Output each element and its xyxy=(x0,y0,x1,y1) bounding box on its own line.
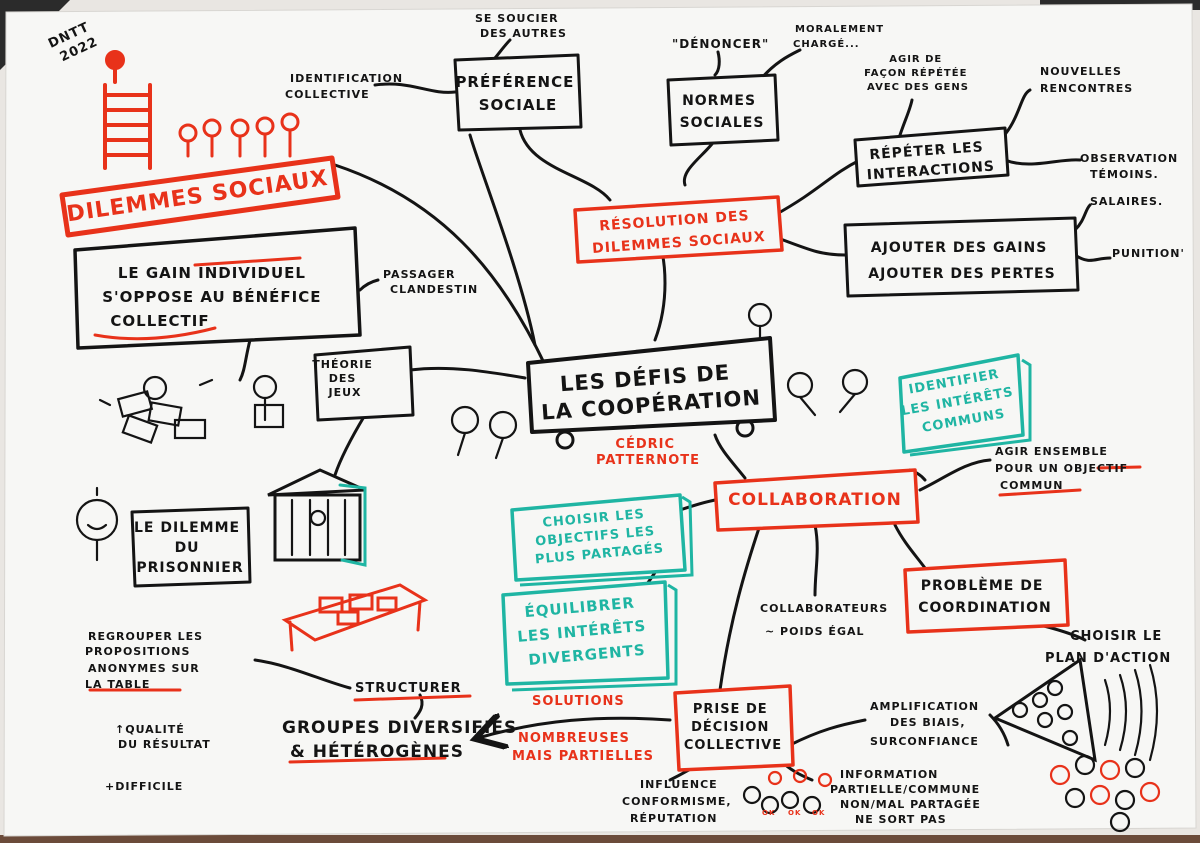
identification-text: IDENTIFICATION COLLECTIVE xyxy=(285,72,408,101)
link-regrouper-structurer xyxy=(253,658,352,690)
theorie-box xyxy=(313,345,415,422)
influence-text: INFLUENCE CONFORMISME, RÉPUTATION xyxy=(622,778,736,825)
normes-text: NORMES SOCIALES xyxy=(680,93,765,131)
preference-text: PRÉFÉRENCE SOCIALE xyxy=(455,72,580,114)
link-choisir-collaboration xyxy=(678,498,717,512)
information-text: INFORMATION PARTIELLE/COMMUNE NON/MAL PA… xyxy=(830,768,986,826)
equilibrer-text: ÉQUILIBRER LES INTÉRÊTS DIVERGENTS xyxy=(514,591,655,670)
money-doodle xyxy=(98,375,214,444)
link-observation-repeter xyxy=(1003,158,1082,166)
link-punition xyxy=(1073,253,1112,262)
prison-doodle xyxy=(267,468,367,567)
ajouter-text: AJOUTER DES GAINS AJOUTER DES PERTES xyxy=(868,240,1055,282)
amplification-text: AMPLIFICATION DES BIAIS, SURCONFIANCE xyxy=(870,700,984,748)
probleme-text: PROBLÈME DE COORDINATION xyxy=(918,577,1052,616)
megaphone-doodle xyxy=(991,657,1159,763)
collaboration-box xyxy=(713,468,920,532)
link-gain-figure xyxy=(238,338,252,382)
red-ladder-doodle xyxy=(103,50,152,170)
link-theorie-prison xyxy=(333,413,367,477)
solutions-label: SOLUTIONS xyxy=(532,694,625,709)
link-passager xyxy=(358,278,380,292)
figure-box-doodle xyxy=(252,374,285,429)
resolution-box xyxy=(573,195,784,264)
smiling-figure-doodle xyxy=(75,486,119,562)
link-center-collaboration xyxy=(713,433,747,480)
link-collaborateurs xyxy=(813,523,819,597)
prisonnier-box xyxy=(130,506,252,588)
pushing-figures-right xyxy=(786,368,869,417)
link-theorie-center xyxy=(408,366,527,380)
teal-shadows xyxy=(511,358,1032,692)
link-collaboration-prise xyxy=(718,523,762,692)
nombreuses-text: NOMBREUSES MAIS PARTIELLES xyxy=(512,731,654,764)
arrow-prise-groupes xyxy=(478,718,672,738)
author-name: CÉDRIC PATTERNOTE xyxy=(596,436,700,468)
link-dilemmes-center xyxy=(333,163,547,367)
collaborateurs-text: COLLABORATEURS ~ POIDS ÉGAL xyxy=(760,602,893,638)
red-table-doodle xyxy=(281,583,429,652)
nouvelles-text: NOUVELLES RENCONTRES xyxy=(1040,65,1133,95)
repeter-box xyxy=(853,126,1010,188)
choisir-plan-text: CHOISIR LE PLAN D'ACTION xyxy=(1045,629,1171,666)
groupes-text: GROUPES DIVERSIFIÉS & HÉTÉROGÈNES xyxy=(282,716,524,762)
theorie-text: THÉORIE DES JEUX xyxy=(312,358,378,399)
link-salaires xyxy=(1073,203,1092,232)
moralement-text: MORALEMENT CHARGÉ... xyxy=(793,24,889,50)
link-soucier-preference xyxy=(493,38,512,60)
link-identification-preference xyxy=(373,82,457,94)
denoncer-text: "DÉNONCER" xyxy=(672,36,769,51)
probleme-box xyxy=(903,558,1070,634)
collaboration-label: COLLABORATION xyxy=(728,490,902,510)
link-center-preference xyxy=(468,133,537,347)
link-amplification xyxy=(988,713,1010,747)
doodles xyxy=(75,50,1161,833)
link-denoncer-normes xyxy=(713,50,721,77)
salaires-text: SALAIRES. xyxy=(1090,195,1163,208)
passager-text: PASSAGER CLANDESTIN xyxy=(383,268,478,296)
red-underlines xyxy=(88,256,1142,764)
prisonnier-text: LE DILEMME DU PRISONNIER xyxy=(134,520,246,576)
boxes xyxy=(59,53,1080,772)
agir-ensemble-text: AGIR ENSEMBLE POUR UN OBJECTIF COMMUN xyxy=(995,445,1133,492)
observation-text: OBSERVATION TÉMOINS. xyxy=(1080,152,1183,181)
difficile-text: +DIFFICILE xyxy=(105,780,183,793)
punition-text: PUNITION' xyxy=(1112,247,1185,260)
pushing-figures-left xyxy=(450,405,518,460)
prise-text: PRISE DE DÉCISION COLLECTIVE xyxy=(684,702,782,753)
identifier-box xyxy=(898,353,1025,454)
regrouper-text: REGROUPER LES PROPOSITIONS ANONYMES SUR … xyxy=(85,630,208,691)
qualite-text: ↑QUALITÉ DU RÉSULTAT xyxy=(115,723,211,751)
link-resolution-repeter xyxy=(773,158,862,217)
structurer-label: STRUCTURER xyxy=(355,681,462,696)
link-agir-ensemble xyxy=(918,458,992,492)
soucier-text: SE SOUCIER DES AUTRES xyxy=(475,12,567,40)
prise-box xyxy=(673,684,795,772)
table-edge-bottom xyxy=(0,835,1200,843)
gain-text: LE GAIN INDIVIDUEL S'OPPOSE AU BÉNÉFICE … xyxy=(102,264,328,330)
equilibrer-box xyxy=(501,580,670,686)
normes-box xyxy=(666,73,780,147)
choisir-objectifs-box xyxy=(510,493,687,582)
preference-box xyxy=(453,53,583,132)
link-preference-resolution xyxy=(518,128,612,202)
crowd-bottom-center xyxy=(742,768,833,815)
ok-marks: OK OK OK xyxy=(762,809,825,817)
ajouter-box xyxy=(843,216,1080,298)
crowd-bottom-right xyxy=(1049,754,1161,833)
central-box xyxy=(526,336,777,434)
red-crowd-doodle xyxy=(178,112,300,158)
link-prise-amplification xyxy=(788,718,867,747)
link-agir-repeter xyxy=(898,98,914,137)
dilemmes-box xyxy=(59,155,341,238)
agir-facon-text: AGIR DE FAÇON RÉPÉTÉE AVEC DES GENS xyxy=(864,54,972,93)
